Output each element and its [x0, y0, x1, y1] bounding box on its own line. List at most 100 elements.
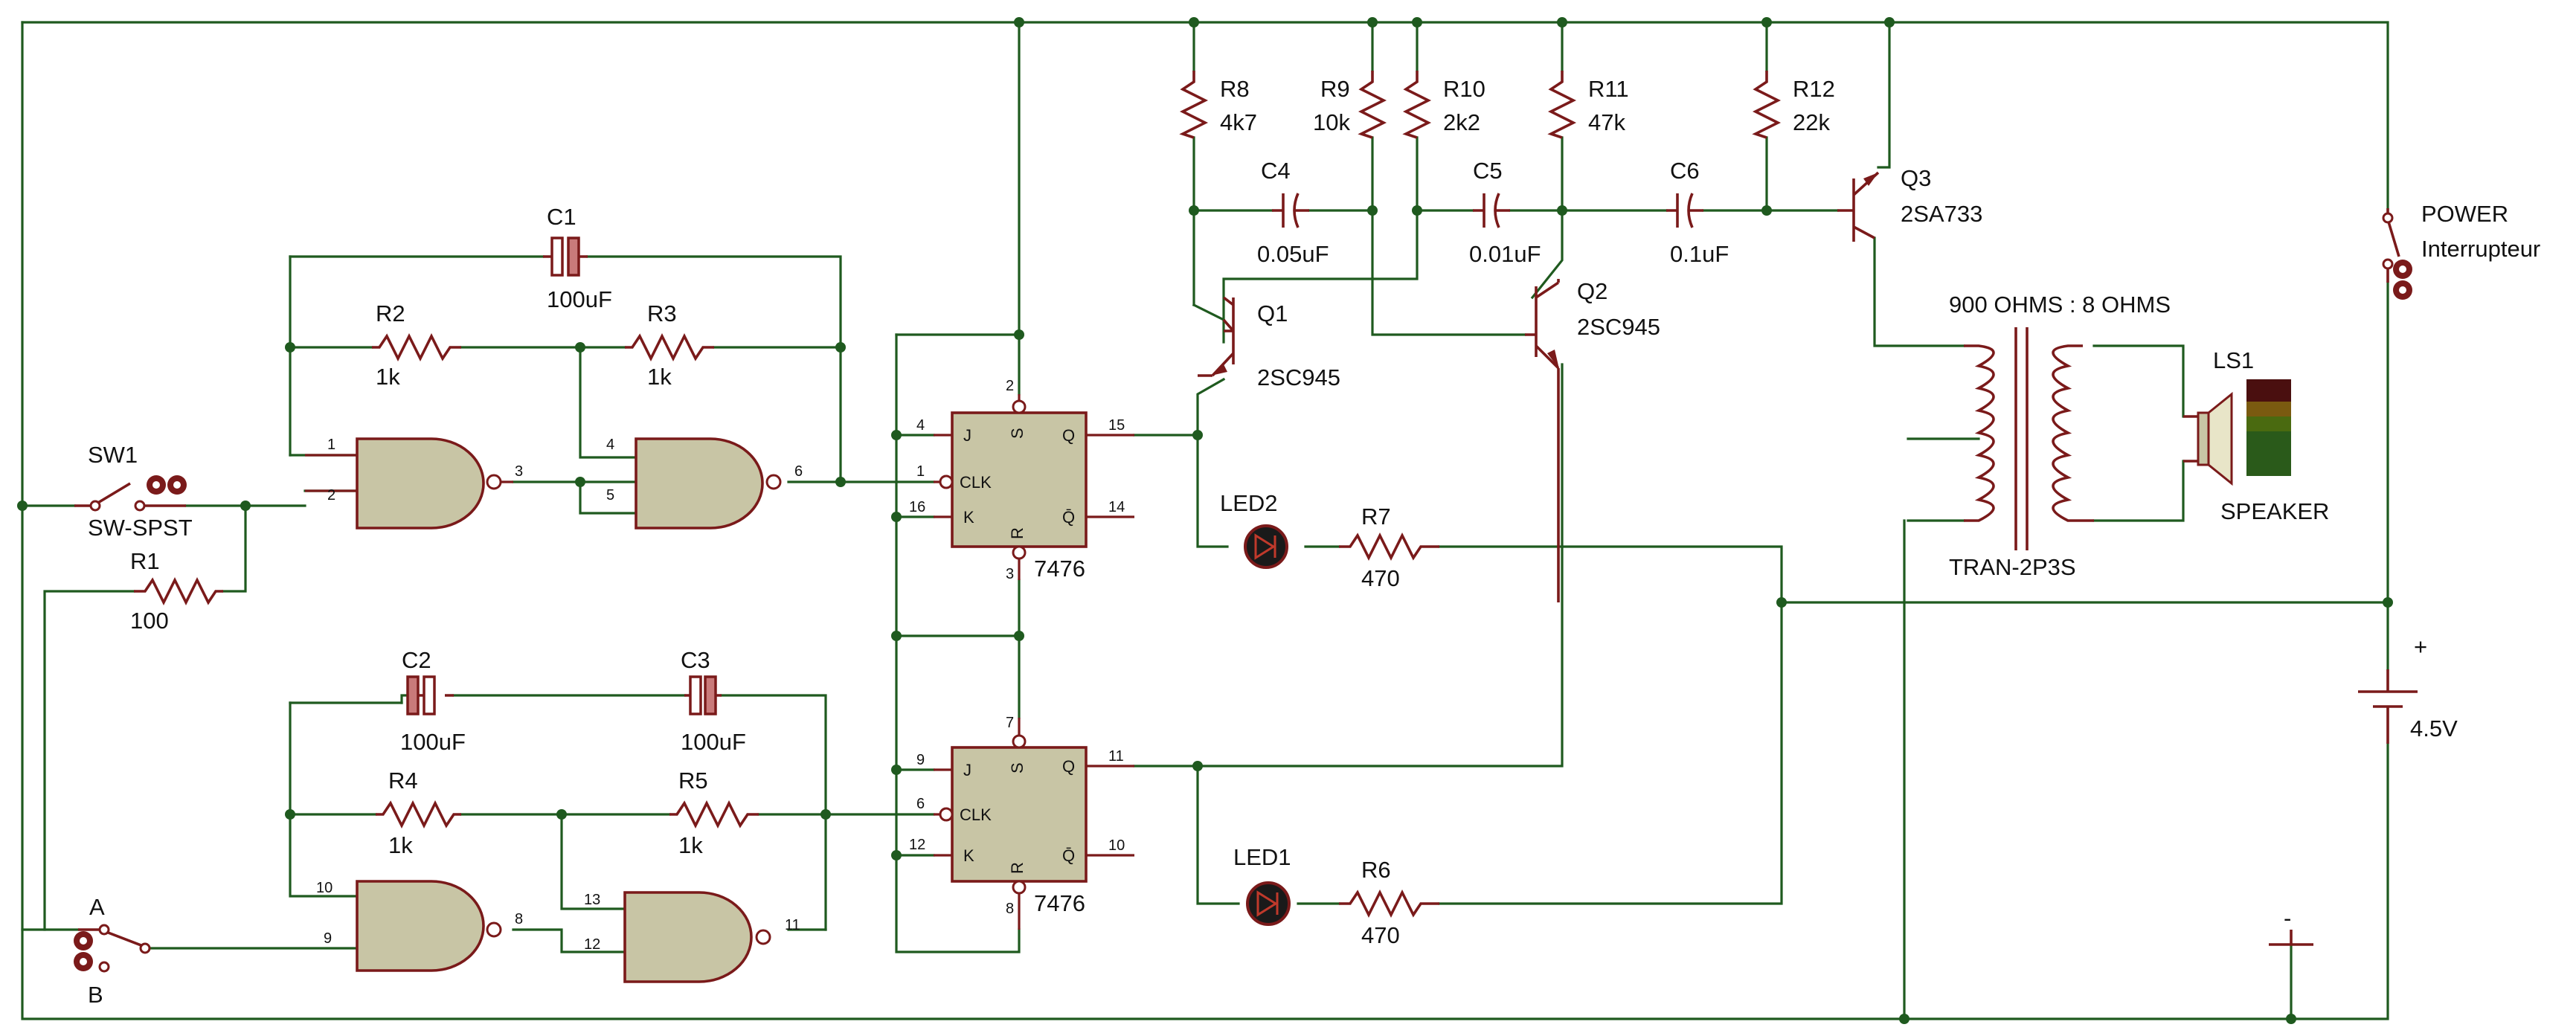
wires: [21, 21, 2389, 1020]
svg-text:R11: R11: [1588, 76, 1629, 102]
battery: + 4.5V: [2358, 634, 2458, 744]
ic-pin-q: Q: [1062, 426, 1075, 445]
resistor-r5: R5 1k: [669, 768, 759, 858]
svg-text:470: 470: [1361, 922, 1400, 948]
ic-pin-k: K: [963, 846, 974, 865]
svg-text:B: B: [88, 982, 103, 1008]
svg-text:1k: 1k: [388, 832, 413, 858]
resistor-r6: R6 470: [1339, 857, 1439, 948]
svg-text:R12: R12: [1793, 76, 1835, 102]
pin-number: 8: [1006, 901, 1014, 917]
capacitor-c2: C2 100uF: [400, 647, 466, 755]
switch-ab: A B: [74, 894, 151, 1008]
nand-gate-u3: 10 9 8: [316, 880, 523, 972]
resistor-r4: R4 1k: [376, 768, 461, 858]
ic-pin-k: K: [963, 508, 974, 527]
transformer: 900 OHMS : 8 OHMS TRAN-2P3S: [1949, 292, 2171, 580]
svg-text:R4: R4: [388, 768, 418, 794]
svg-text:SPEAKER: SPEAKER: [2220, 498, 2329, 524]
led-led1: LED1: [1233, 844, 1291, 926]
pin-number: 1: [916, 463, 925, 480]
ic-pin-j: J: [963, 761, 971, 779]
pin-label: 4: [606, 437, 614, 453]
svg-text:0.01uF: 0.01uF: [1469, 241, 1541, 267]
speaker-ls1: LS1 SPEAKER: [2183, 347, 2329, 524]
svg-text:Q1: Q1: [1257, 300, 1288, 326]
ic-pin-s: S: [1008, 428, 1027, 439]
svg-text:900 OHMS : 8 OHMS: 900 OHMS : 8 OHMS: [1949, 292, 2171, 318]
pin-label: 6: [794, 463, 803, 480]
pin-number: 10: [1108, 837, 1125, 854]
pin-label: 2: [327, 487, 335, 503]
resistor-r8: R8 4k7: [1179, 71, 1257, 139]
ic-part-name: 7476: [1034, 556, 1085, 582]
svg-text:TRAN-2P3S: TRAN-2P3S: [1949, 554, 2076, 580]
pin-number: 15: [1108, 417, 1125, 434]
svg-text:2SC945: 2SC945: [1257, 364, 1340, 390]
svg-text:R6: R6: [1361, 857, 1391, 883]
svg-text:R2: R2: [376, 300, 405, 326]
ic-pin-j: J: [963, 426, 971, 445]
ic-pin-s: S: [1008, 762, 1027, 773]
resistor-r7: R7 470: [1339, 503, 1439, 591]
switch-power: POWER Interrupteur: [2382, 201, 2540, 300]
svg-text:470: 470: [1361, 565, 1400, 591]
resistor-r3: R3 1k: [625, 300, 714, 390]
transistor-q2: Q2 2SC945: [1525, 278, 1660, 602]
pin-label: 5: [606, 487, 614, 503]
svg-text:R10: R10: [1443, 76, 1485, 102]
ic-pin-qn: Q̄: [1062, 846, 1075, 865]
svg-text:Interrupteur: Interrupteur: [2421, 236, 2540, 262]
transistor-q1: Q1 2SC945: [1198, 296, 1340, 390]
svg-text:Q2: Q2: [1577, 278, 1607, 304]
ic-pin-r: R: [1008, 527, 1027, 539]
transistor-q3: Q3 2SA733: [1837, 165, 1982, 242]
svg-text:1k: 1k: [678, 832, 703, 858]
ic-pin-clk: CLK: [960, 805, 992, 824]
pin-number: 14: [1108, 499, 1125, 515]
svg-text:47k: 47k: [1588, 109, 1625, 135]
pin-label: 12: [584, 936, 600, 953]
svg-text:R3: R3: [647, 300, 677, 326]
ic-part-name: 7476: [1034, 890, 1085, 916]
svg-text:R5: R5: [678, 768, 708, 794]
svg-text:C4: C4: [1261, 158, 1291, 184]
svg-text:SW-SPST: SW-SPST: [88, 515, 193, 541]
svg-text:100uF: 100uF: [681, 729, 746, 755]
resistor-r2: R2 1k: [372, 300, 461, 390]
svg-text:-: -: [2284, 905, 2291, 931]
svg-text:2k2: 2k2: [1443, 109, 1480, 135]
nand-gate-u2: 4 5 6: [606, 437, 803, 530]
svg-text:Q3: Q3: [1901, 165, 1931, 191]
capacitor-c3: C3 100uF: [681, 647, 746, 755]
pin-label: 9: [324, 930, 332, 947]
pin-label: 8: [515, 911, 523, 927]
svg-text:POWER: POWER: [2421, 201, 2508, 227]
capacitor-c4: C4 0.05uF: [1257, 158, 1329, 267]
resistor-r10: R10 2k2: [1402, 71, 1485, 139]
pin-number: 3: [1006, 566, 1014, 582]
nand-gate-u1: 1 2 3: [305, 437, 523, 530]
svg-text:+: +: [2414, 634, 2427, 660]
svg-text:0.1uF: 0.1uF: [1670, 241, 1729, 267]
svg-text:10k: 10k: [1313, 109, 1350, 135]
pin-number: 11: [1108, 748, 1124, 765]
svg-text:R1: R1: [130, 548, 160, 574]
ic-pin-clk: CLK: [960, 473, 992, 492]
led-led2: LED2: [1220, 490, 1288, 569]
svg-text:LED2: LED2: [1220, 490, 1278, 516]
pin-label: 13: [584, 892, 600, 908]
svg-text:LED1: LED1: [1233, 844, 1291, 870]
svg-text:R7: R7: [1361, 503, 1391, 530]
svg-text:1k: 1k: [376, 364, 400, 390]
pin-number: 4: [916, 417, 925, 434]
nand-gate-u4: 13 12 11: [584, 891, 800, 983]
pin-label: 11: [785, 917, 800, 933]
capacitor-c1: C1 100uF: [543, 204, 612, 312]
svg-text:LS1: LS1: [2213, 347, 2254, 373]
svg-text:SW1: SW1: [88, 442, 138, 468]
switch-sw1: SW1 SW-SPST: [74, 442, 193, 541]
svg-text:R9: R9: [1320, 76, 1350, 102]
capacitor-c6: C6 0.1uF: [1666, 158, 1729, 267]
